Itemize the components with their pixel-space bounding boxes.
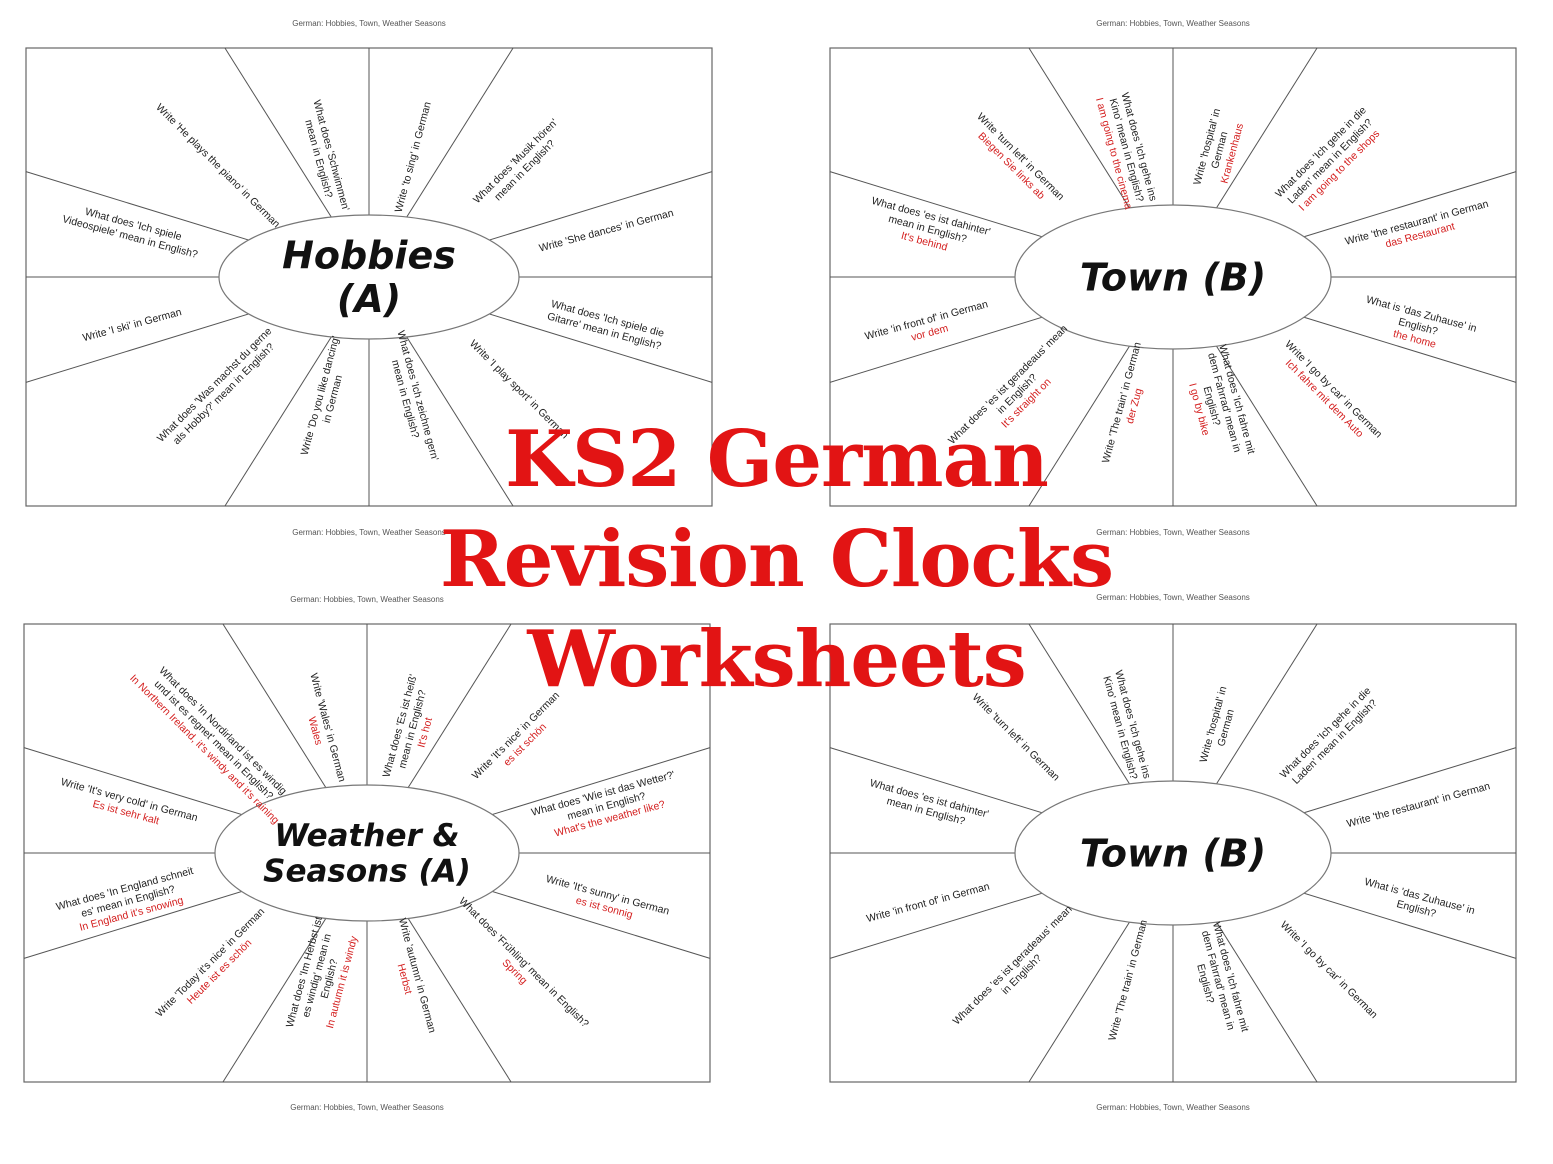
worksheet-panel: German: Hobbies, Town, Weather SeasonsGe… [25,19,713,537]
clock-title: (A) [337,277,401,321]
banner-line-3: Worksheets [527,614,1026,705]
footer-text: German: Hobbies, Town, Weather Seasons [292,528,446,537]
worksheet-panel: German: Hobbies, Town, Weather SeasonsGe… [23,595,711,1112]
worksheet-panel: German: Hobbies, Town, Weather SeasonsGe… [829,19,1517,537]
clock-title: Town (B) [1080,831,1266,875]
footer-text: German: Hobbies, Town, Weather Seasons [1096,528,1250,537]
clock-title: Hobbies [282,233,456,277]
header-text: German: Hobbies, Town, Weather Seasons [292,19,446,28]
worksheet-panel: German: Hobbies, Town, Weather SeasonsGe… [829,593,1517,1112]
banner-line-2: Revision Clocks [439,514,1114,605]
footer-text: German: Hobbies, Town, Weather Seasons [1096,1103,1250,1112]
header-text: German: Hobbies, Town, Weather Seasons [1096,19,1250,28]
clock-centre [214,784,520,922]
clock-centre [1014,204,1332,350]
footer-text: German: Hobbies, Town, Weather Seasons [290,1103,444,1112]
clock-centre [1014,780,1332,926]
header-text: German: Hobbies, Town, Weather Seasons [1096,593,1250,602]
header-text: German: Hobbies, Town, Weather Seasons [290,595,444,604]
clock-title: Seasons (A) [263,854,471,890]
clock-title: Weather & [274,818,459,854]
clock-title: Town (B) [1080,255,1266,299]
banner-line-1: KS2 German [505,414,1049,505]
banner-title: KS2 German Revision Clocks Worksheets [0,410,1553,710]
clock-centre [218,214,520,340]
